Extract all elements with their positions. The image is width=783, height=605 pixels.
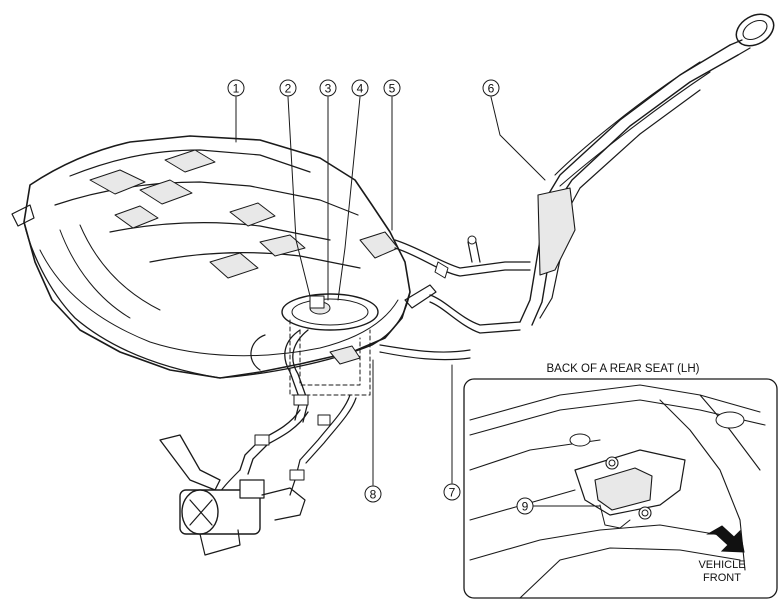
callout-9: 9 (516, 497, 534, 515)
vehicle-front-label-line1: VEHICLE (698, 559, 745, 571)
fuel-tank (11, 135, 411, 396)
callout-7: 7 (443, 483, 461, 501)
callout-1: 1 (227, 79, 245, 97)
callout-5: 5 (383, 79, 401, 97)
svg-text:6: 6 (488, 82, 495, 96)
charcoal-canister (159, 434, 306, 556)
svg-text:7: 7 (449, 486, 456, 500)
svg-text:8: 8 (370, 488, 377, 502)
filler-pipe (519, 13, 775, 326)
callout-4: 4 (351, 79, 369, 97)
callout-3: 3 (319, 79, 337, 97)
svg-text:2: 2 (285, 82, 292, 96)
svg-text:3: 3 (325, 82, 332, 96)
vehicle-front-arrow-icon (706, 525, 745, 553)
svg-text:9: 9 (522, 500, 529, 514)
callout-leaders (235, 96, 546, 486)
svg-text:1: 1 (233, 82, 240, 96)
inset-rear-seat: BACK OF A REAR SEAT (LH) (463, 363, 778, 599)
hoses-and-harness (214, 235, 531, 501)
callout-2: 2 (279, 79, 297, 97)
inset-title: BACK OF A REAR SEAT (LH) (547, 363, 700, 375)
vehicle-front-label-line2: FRONT (703, 572, 741, 584)
callout-6: 6 (482, 79, 500, 97)
svg-text:4: 4 (357, 82, 364, 96)
callout-8: 8 (364, 485, 382, 503)
svg-text:5: 5 (389, 82, 396, 96)
